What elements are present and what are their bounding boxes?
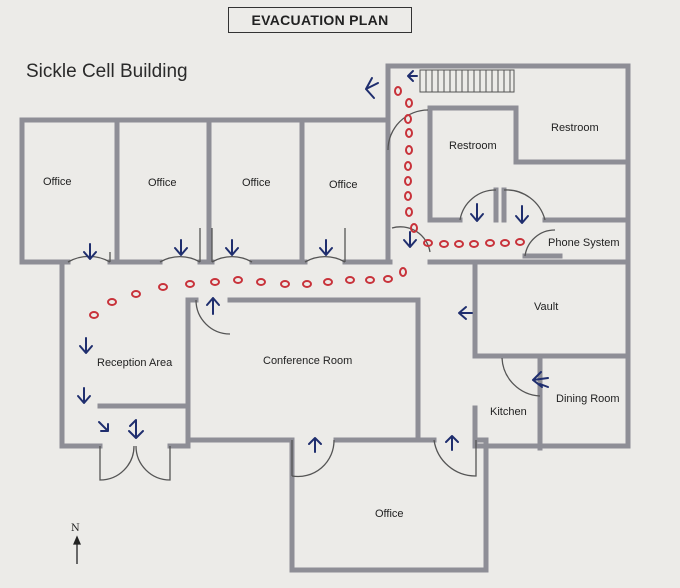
room-label-kitchen: Kitchen [490,406,527,418]
route-dot [469,240,479,248]
route-dot [515,238,525,246]
room-label-office-bottom: Office [375,508,404,520]
route-dot [404,114,412,124]
route-dot [405,128,413,138]
stairs-icon [419,69,515,93]
route-dot [323,278,333,286]
door-swings [67,109,556,481]
exit-arrow-icon [407,70,418,82]
exit-arrow-icon [128,419,144,439]
exit-arrows [77,70,549,453]
exit-arrow-icon [206,297,220,315]
exit-arrow-icon [319,239,333,256]
route-dot [404,176,412,186]
room-label-phone-system: Phone System [548,237,620,249]
north-arrow-icon [73,535,81,564]
route-dot [410,223,418,233]
exit-arrow-icon [532,371,549,388]
exit-arrow-icon [458,306,473,320]
route-dot [423,239,433,247]
route-dot [365,276,375,284]
route-dot [233,276,243,284]
exit-arrow-icon [98,421,109,432]
room-label-office-3: Office [242,177,271,189]
route-dot [256,278,266,286]
room-label-restroom-1: Restroom [449,140,497,152]
route-dot [394,86,402,96]
room-label-restroom-2: Restroom [551,122,599,134]
route-dot [210,278,220,286]
exit-arrow-icon [79,337,93,354]
route-dot [399,267,407,277]
route-dot [107,298,117,306]
exit-arrow-icon [365,77,379,99]
north-label: N [71,523,80,534]
route-dot [405,145,413,155]
route-dot [485,239,495,247]
page-title: EVACUATION PLAN [228,7,412,33]
room-label-office-1: Office [43,176,72,188]
route-dot [158,283,168,291]
room-label-office-2: Office [148,177,177,189]
room-label-reception-area: Reception Area [97,357,173,369]
route-dot [404,161,412,171]
route-dot [89,311,99,319]
walls [19,63,631,573]
exit-arrow-icon [174,239,188,256]
route-dot [280,280,290,288]
exit-arrow-icon [445,435,459,451]
exit-arrow-icon [308,437,322,453]
route-dot [405,207,413,217]
exit-arrow-icon [470,203,484,222]
exit-arrow-icon [225,239,239,256]
exit-arrow-icon [515,205,529,224]
room-label-office-4: Office [329,179,358,191]
room-label-vault: Vault [534,301,559,313]
route-dot [185,280,195,288]
room-label-dining-room: Dining Room [556,393,620,405]
building-name: Sickle Cell Building [26,61,188,82]
route-dot [383,275,393,283]
exit-arrow-icon [77,387,91,404]
route-dot [404,191,412,201]
exit-arrow-icon [403,231,417,248]
route-dot [454,240,464,248]
route-dot [131,290,141,298]
evacuation-route [89,86,525,319]
route-dot [345,276,355,284]
room-label-conference-room: Conference Room [263,355,353,367]
route-dot [500,239,510,247]
route-dot [405,98,413,108]
route-dot [439,240,449,248]
exit-arrow-icon [83,243,97,260]
route-dot [302,280,312,288]
